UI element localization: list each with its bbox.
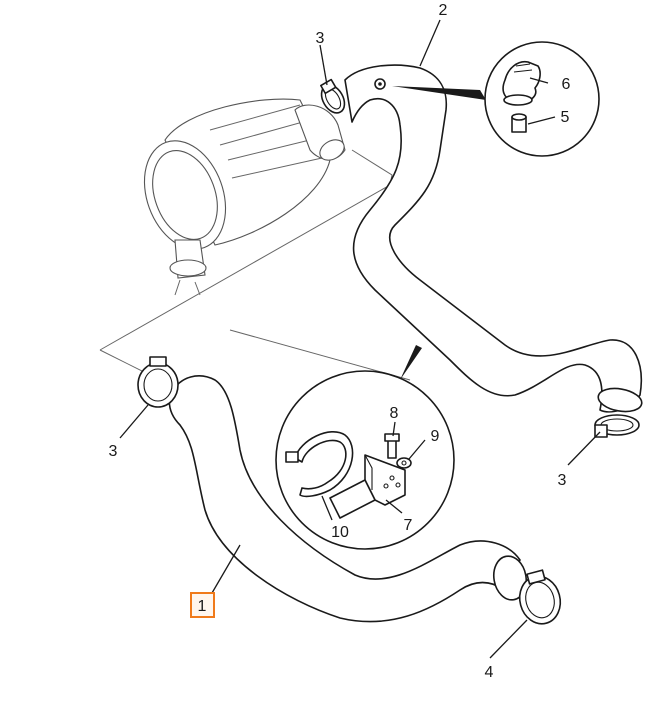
leader-lines	[119, 19, 601, 659]
hose-clamp-4	[518, 569, 562, 625]
callout-8-label[interactable]: 8	[390, 405, 399, 422]
callout-3-left-label[interactable]: 3	[109, 443, 118, 460]
hose-clamp-right	[594, 414, 640, 438]
detail-view-bracket	[275, 345, 455, 550]
hose-clamp-upper	[320, 78, 346, 114]
air-filter-housing	[143, 98, 346, 296]
hose-1	[168, 375, 528, 623]
callout-1[interactable]: 1	[190, 592, 215, 618]
callout-3-right-label[interactable]: 3	[558, 472, 567, 489]
callout-5-label[interactable]: 5	[561, 109, 570, 126]
callout-6-label[interactable]: 6	[562, 76, 571, 93]
hose-clamp-left	[137, 356, 179, 408]
callout-3-upper-label[interactable]: 3	[316, 30, 325, 47]
callout-1-label: 1	[198, 598, 207, 615]
hose-2	[344, 64, 643, 413]
callout-10-label[interactable]: 10	[331, 524, 349, 541]
callout-1-highlight	[190, 592, 215, 618]
callout-7-label[interactable]: 7	[404, 517, 413, 534]
callout-9-label[interactable]: 9	[431, 428, 440, 445]
callout-4-label[interactable]: 4	[485, 664, 494, 681]
detail-view-sensor	[392, 41, 600, 157]
callout-2-label[interactable]: 2	[439, 2, 448, 19]
